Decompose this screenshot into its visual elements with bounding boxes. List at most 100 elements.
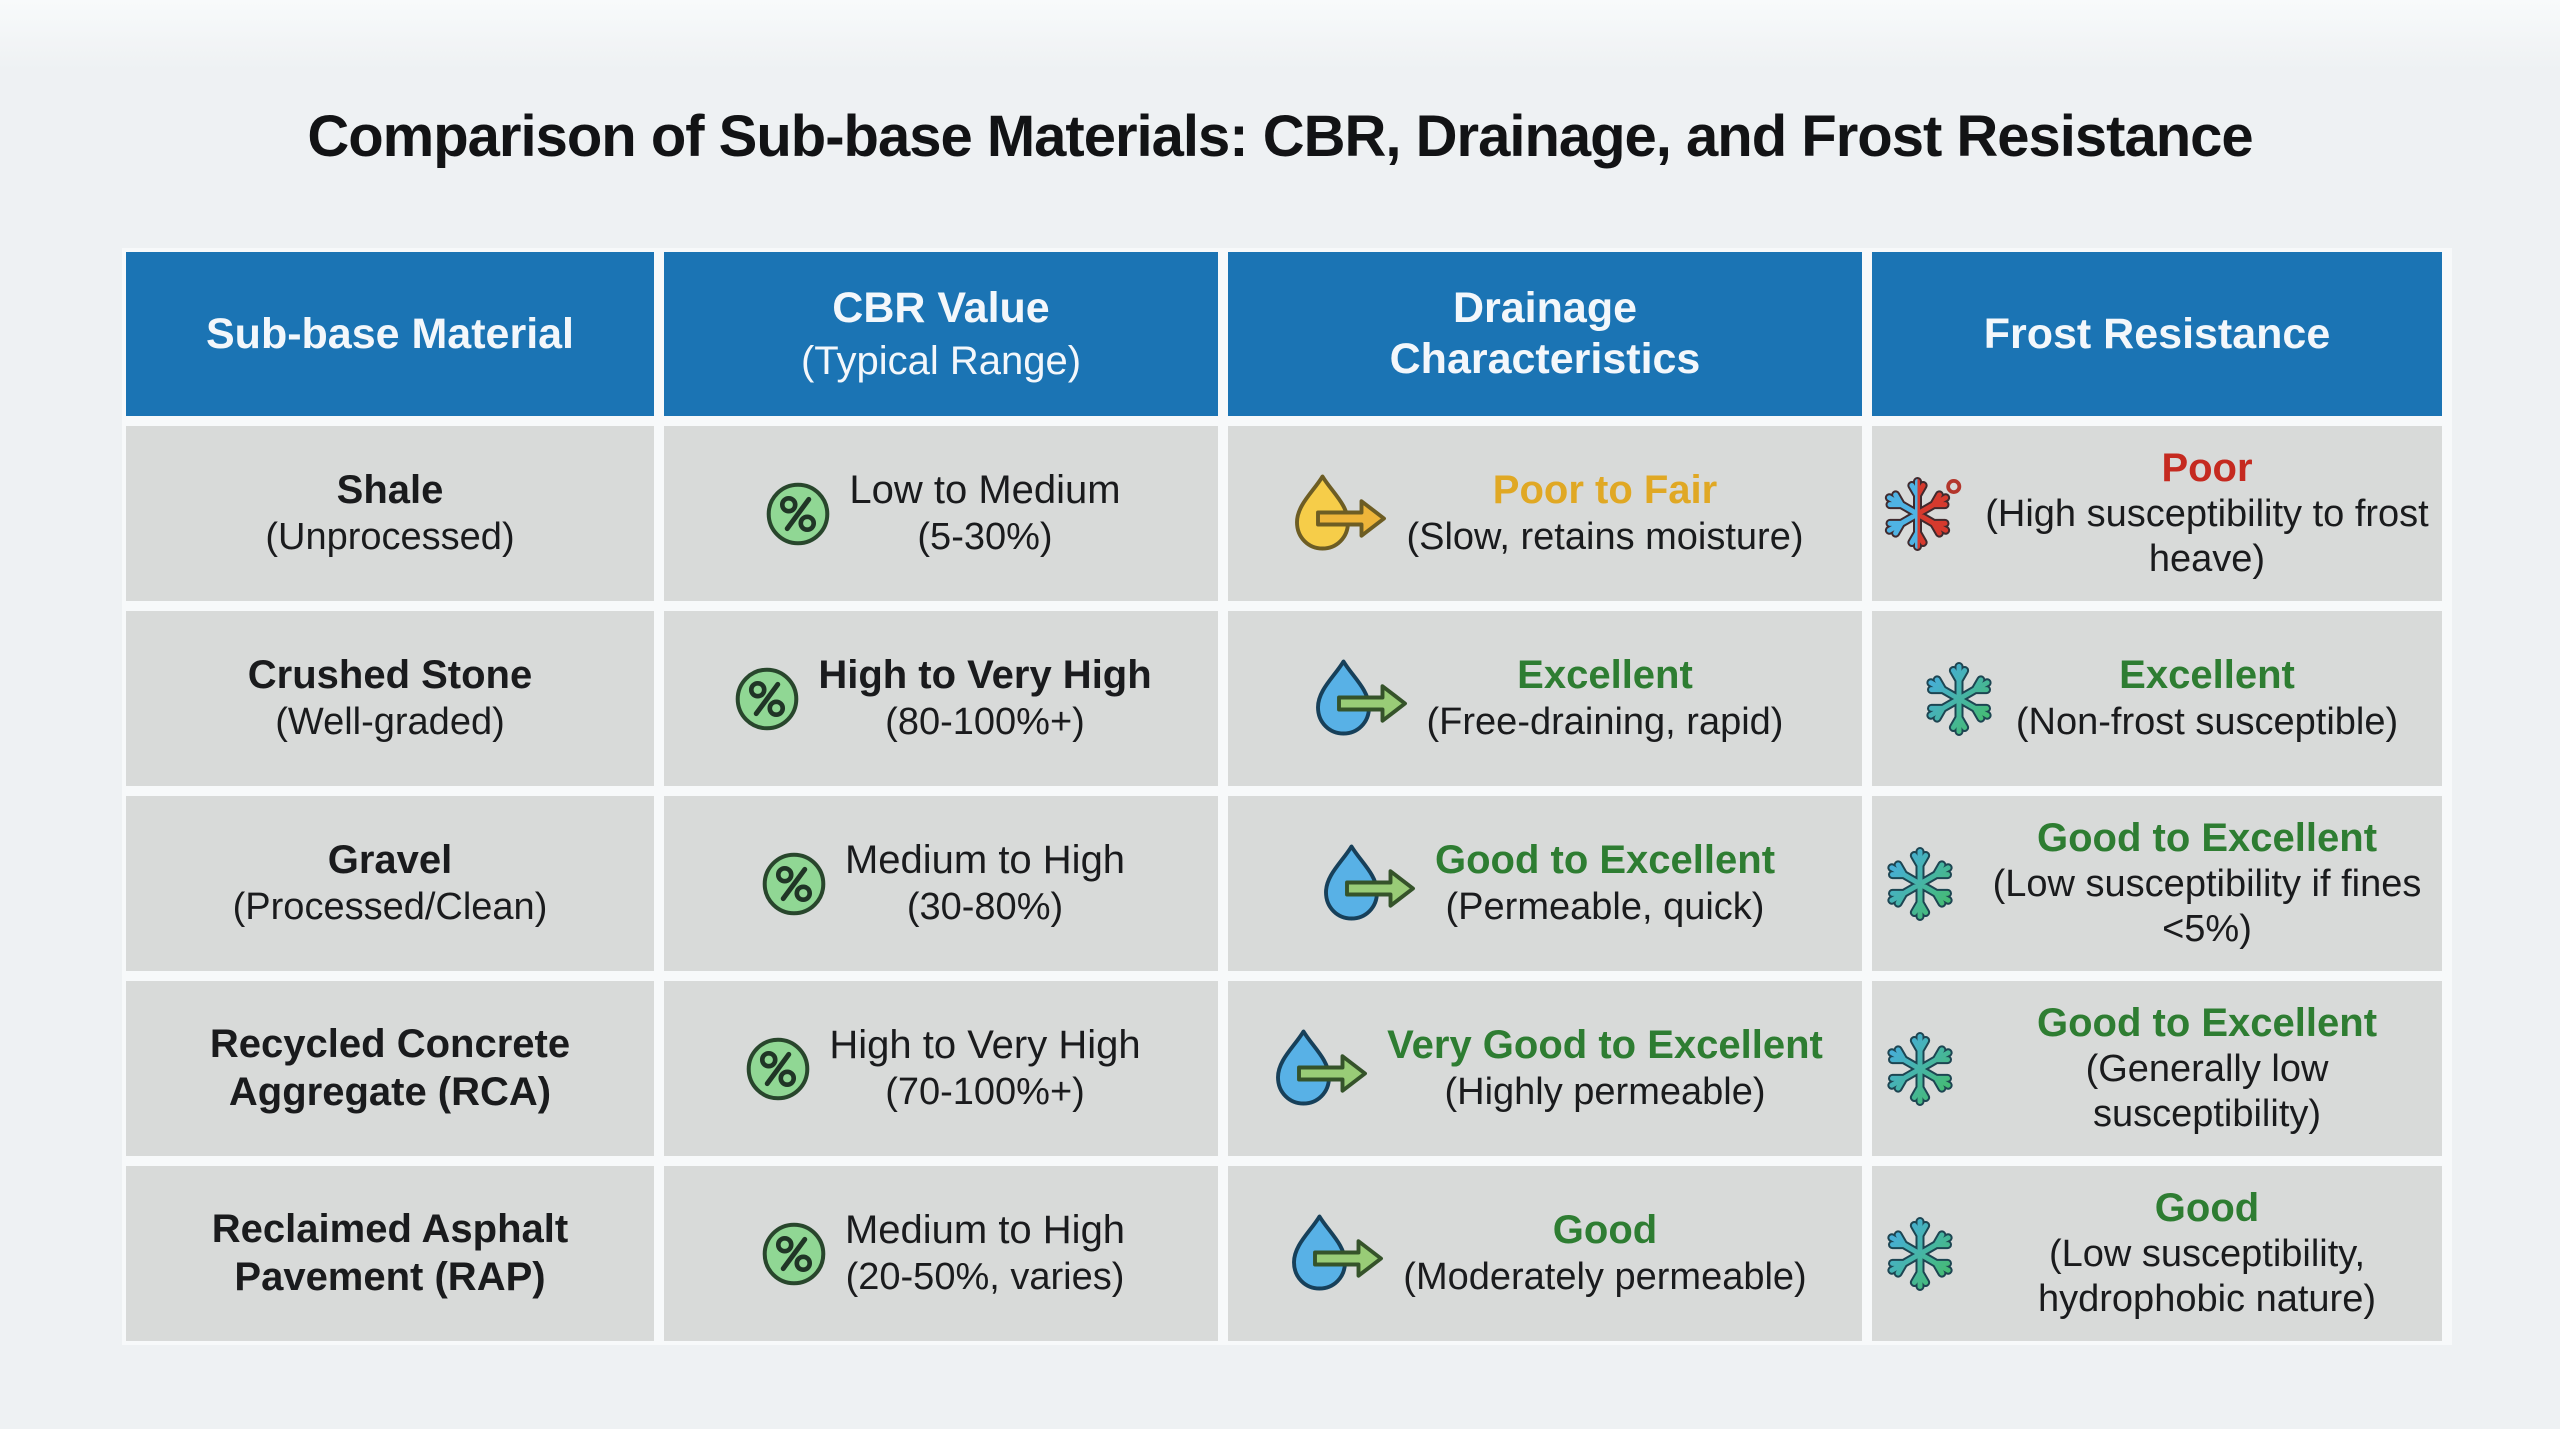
- frost-cell: Excellent (Non-frost susceptible): [1872, 611, 2442, 786]
- frost-text: Good to Excellent (Low susceptibility if…: [1977, 815, 2437, 952]
- frost-note: (Low susceptibility if fines <5%): [1992, 863, 2422, 951]
- drainage-note: (Highly permeable): [1444, 1070, 1766, 1113]
- frost-rating: Good to Excellent: [2036, 816, 2378, 861]
- comparison-table: Sub-base Material CBR Value (Typical Ran…: [122, 248, 2452, 1345]
- frost-rating: Good to Excellent: [2036, 1001, 2378, 1046]
- drainage-rating: Good: [1552, 1208, 1658, 1253]
- cbr-text: High to Very High (80-100%+): [818, 652, 1151, 744]
- droplet-blue-icon: [1292, 1214, 1384, 1290]
- cbr-note: (80-100%+): [885, 700, 1085, 743]
- drainage-cell: Very Good to Excellent (Highly permeable…: [1228, 981, 1862, 1156]
- table-grid: Sub-base Material CBR Value (Typical Ran…: [126, 252, 2448, 1341]
- drainage-note: (Permeable, quick): [1445, 885, 1765, 928]
- header-label: Drainage Characteristics: [1389, 284, 1701, 383]
- frost-rating: Poor: [2161, 446, 2253, 491]
- cbr-rating: High to Very High: [829, 1023, 1141, 1068]
- material-cell: Gravel (Processed/Clean): [126, 796, 654, 971]
- frost-cell: Good to Excellent (Low susceptibility if…: [1872, 796, 2442, 971]
- cbr-note: (30-80%): [906, 885, 1064, 928]
- cbr-text: Medium to High (30-80%): [845, 837, 1125, 929]
- drainage-note: (Moderately permeable): [1403, 1255, 1807, 1298]
- cbr-rating: Medium to High: [844, 1208, 1126, 1253]
- frost-cell: Poor (High susceptibility to frost heave…: [1872, 426, 2442, 601]
- drainage-cell: Excellent (Free-draining, rapid): [1228, 611, 1862, 786]
- material-cell: Recycled Concrete Aggregate (RCA): [126, 981, 654, 1156]
- frost-cell: Good to Excellent (Generally low suscept…: [1872, 981, 2442, 1156]
- snowflake-frost-icon: [1884, 476, 1962, 551]
- cbr-icon-slot: [757, 847, 831, 921]
- cbr-cell: Medium to High (30-80%): [664, 796, 1218, 971]
- column-header-drainage: Drainage Characteristics: [1228, 252, 1862, 416]
- drainage-text: Good to Excellent (Permeable, quick): [1435, 837, 1775, 929]
- droplet-blue-icon: [1276, 1029, 1368, 1105]
- drainage-text: Poor to Fair (Slow, retains moisture): [1406, 467, 1803, 559]
- droplet-blue-icon: [1315, 659, 1407, 735]
- snowflake-cool-icon: [1887, 846, 1953, 921]
- material-name: Gravel: [327, 838, 453, 883]
- material-note: (Processed/Clean): [232, 885, 548, 928]
- frost-text: Excellent (Non-frost susceptible): [2016, 652, 2398, 744]
- snowflake-cool-icon: [1887, 1031, 1953, 1106]
- frost-icon-slot: [1877, 844, 1963, 924]
- header-label: Sub-base Material: [206, 309, 574, 358]
- material-cell: Reclaimed Asphalt Pavement (RAP): [126, 1166, 654, 1341]
- drainage-icon-slot: [1286, 472, 1392, 556]
- material-name: Reclaimed Asphalt Pavement (RAP): [211, 1207, 569, 1299]
- drainage-rating: Very Good to Excellent: [1387, 1023, 1823, 1068]
- frost-rating: Excellent: [2119, 653, 2295, 698]
- frost-icon-slot: [1916, 659, 2002, 739]
- drainage-rating: Poor to Fair: [1492, 468, 1718, 513]
- cbr-cell: High to Very High (80-100%+): [664, 611, 1218, 786]
- drainage-rating: Excellent: [1517, 653, 1693, 698]
- cbr-note: (20-50%, varies): [845, 1255, 1125, 1298]
- material-note: (Well-graded): [275, 700, 505, 743]
- column-header-cbr: CBR Value (Typical Range): [664, 252, 1218, 416]
- header-label: Frost Resistance: [1983, 309, 2331, 358]
- cbr-icon-slot: [730, 662, 804, 736]
- cbr-cell: High to Very High (70-100%+): [664, 981, 1218, 1156]
- column-header-frost: Frost Resistance: [1872, 252, 2442, 416]
- snowflake-cool-icon: [1887, 1216, 1953, 1291]
- cbr-icon-slot: [741, 1032, 815, 1106]
- cbr-rating: Low to Medium: [849, 468, 1121, 513]
- percent-icon: [736, 667, 799, 730]
- cbr-note: (5-30%): [917, 515, 1053, 558]
- drainage-cell: Good (Moderately permeable): [1228, 1166, 1862, 1341]
- droplet-blue-icon: [1324, 844, 1415, 920]
- cbr-text: Low to Medium (5-30%): [849, 467, 1120, 559]
- cbr-rating: Medium to High: [844, 838, 1126, 883]
- drainage-cell: Good to Excellent (Permeable, quick): [1228, 796, 1862, 971]
- column-header-material: Sub-base Material: [126, 252, 654, 416]
- frost-rating: Good: [2154, 1186, 2260, 1231]
- cbr-icon-slot: [757, 1217, 831, 1291]
- drainage-cell: Poor to Fair (Slow, retains moisture): [1228, 426, 1862, 601]
- frost-text: Good (Low susceptibility, hydrophobic na…: [1977, 1185, 2437, 1322]
- material-note: (Unprocessed): [265, 515, 515, 558]
- frost-text: Good to Excellent (Generally low suscept…: [1977, 1000, 2437, 1137]
- drainage-icon-slot: [1283, 1212, 1389, 1296]
- frost-note: (Generally low susceptibility): [2085, 1048, 2329, 1136]
- header-sublabel: (Typical Range): [800, 338, 1082, 383]
- drainage-icon-slot: [1307, 657, 1413, 741]
- header-label: CBR Value: [832, 284, 1050, 333]
- material-name: Crushed Stone: [247, 653, 533, 698]
- percent-icon: [767, 482, 830, 545]
- percent-icon: [762, 852, 826, 915]
- material-name: Recycled Concrete Aggregate (RCA): [209, 1022, 571, 1114]
- drainage-note: (Slow, retains moisture): [1406, 515, 1804, 558]
- frost-cell: Good (Low susceptibility, hydrophobic na…: [1872, 1166, 2442, 1341]
- drainage-text: Excellent (Free-draining, rapid): [1427, 652, 1784, 744]
- cbr-cell: Low to Medium (5-30%): [664, 426, 1218, 601]
- drainage-text: Good (Moderately permeable): [1403, 1207, 1806, 1299]
- material-cell: Shale (Unprocessed): [126, 426, 654, 601]
- cbr-rating: High to Very High: [818, 653, 1152, 698]
- drainage-rating: Good to Excellent: [1434, 838, 1776, 883]
- cbr-cell: Medium to High (20-50%, varies): [664, 1166, 1218, 1341]
- frost-note: (Non-frost susceptible): [2015, 700, 2399, 743]
- frost-icon-slot: [1877, 1214, 1963, 1294]
- page-title: Comparison of Sub-base Materials: CBR, D…: [307, 104, 2253, 169]
- drainage-text: Very Good to Excellent (Highly permeable…: [1387, 1022, 1823, 1114]
- droplet-yellow-icon: [1295, 474, 1387, 550]
- snowflake-cool-icon: [1926, 661, 1992, 736]
- drainage-icon-slot: [1315, 842, 1421, 926]
